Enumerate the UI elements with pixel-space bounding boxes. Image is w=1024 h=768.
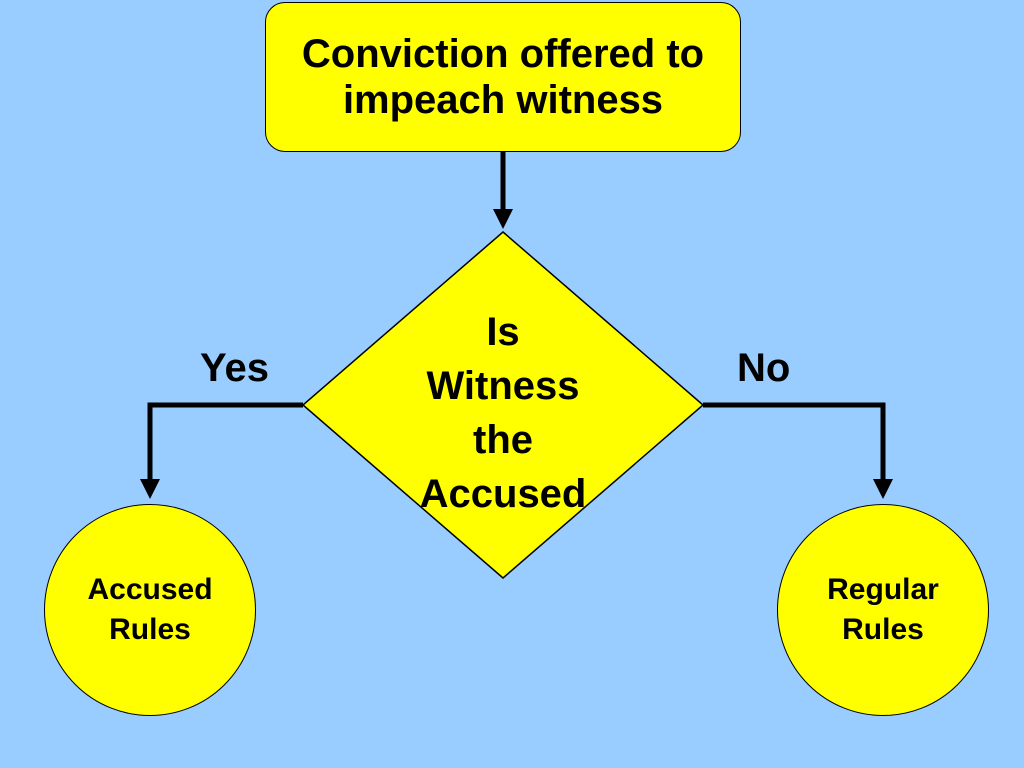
yes-branch-label: Yes — [200, 346, 269, 390]
outcome-line: Accused — [87, 573, 213, 606]
decision-line: the — [473, 418, 533, 462]
decision-line: Accused — [419, 472, 587, 516]
outcome-line: Rules — [842, 613, 924, 646]
start-node: Conviction offered to impeach witness — [265, 2, 741, 152]
accused-rules-text: Accused Rules — [75, 570, 225, 650]
no-branch-label: No — [737, 346, 791, 390]
arrow-yes-branch — [140, 402, 303, 500]
start-node-text: Conviction offered to impeach witness — [301, 32, 705, 122]
decision-diamond — [301, 231, 705, 579]
accused-rules-node: Accused Rules — [44, 504, 256, 716]
decision-line: Is — [486, 310, 520, 354]
decision-label: Is Witness the Accused — [403, 305, 603, 521]
outcome-line: Rules — [109, 613, 191, 646]
decision-line: Witness — [426, 364, 580, 408]
arrow-no-branch — [703, 402, 893, 500]
outcome-line: Regular — [827, 573, 939, 606]
regular-rules-text: Regular Rules — [808, 570, 958, 650]
regular-rules-node: Regular Rules — [777, 504, 989, 716]
